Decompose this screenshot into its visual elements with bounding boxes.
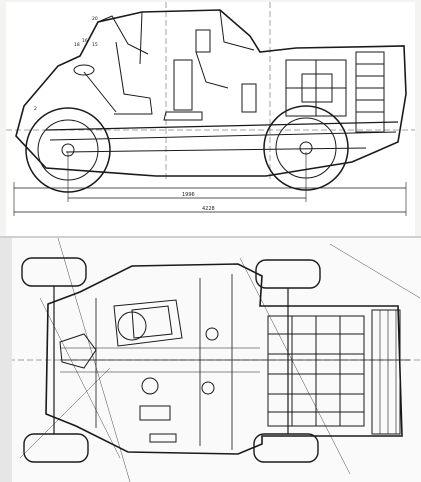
side-elevation-drawing: 1996 4228 20 18 16 15 2: [6, 2, 415, 216]
part-label: 20: [92, 16, 98, 22]
plan-view-panel: [0, 238, 421, 482]
wheelbase-dimension: 1996: [182, 192, 195, 198]
side-elevation-panel: 1996 4228 20 18 16 15 2: [6, 2, 415, 236]
part-label: 18: [74, 42, 80, 48]
plan-view-drawing: [0, 238, 421, 482]
part-label: 15: [92, 42, 98, 48]
part-label: 16: [82, 38, 88, 44]
overall-length-dimension: 4228: [202, 206, 215, 212]
part-label: 2: [34, 106, 37, 112]
panel-divider: [0, 236, 421, 239]
scan-margin: [0, 238, 12, 482]
